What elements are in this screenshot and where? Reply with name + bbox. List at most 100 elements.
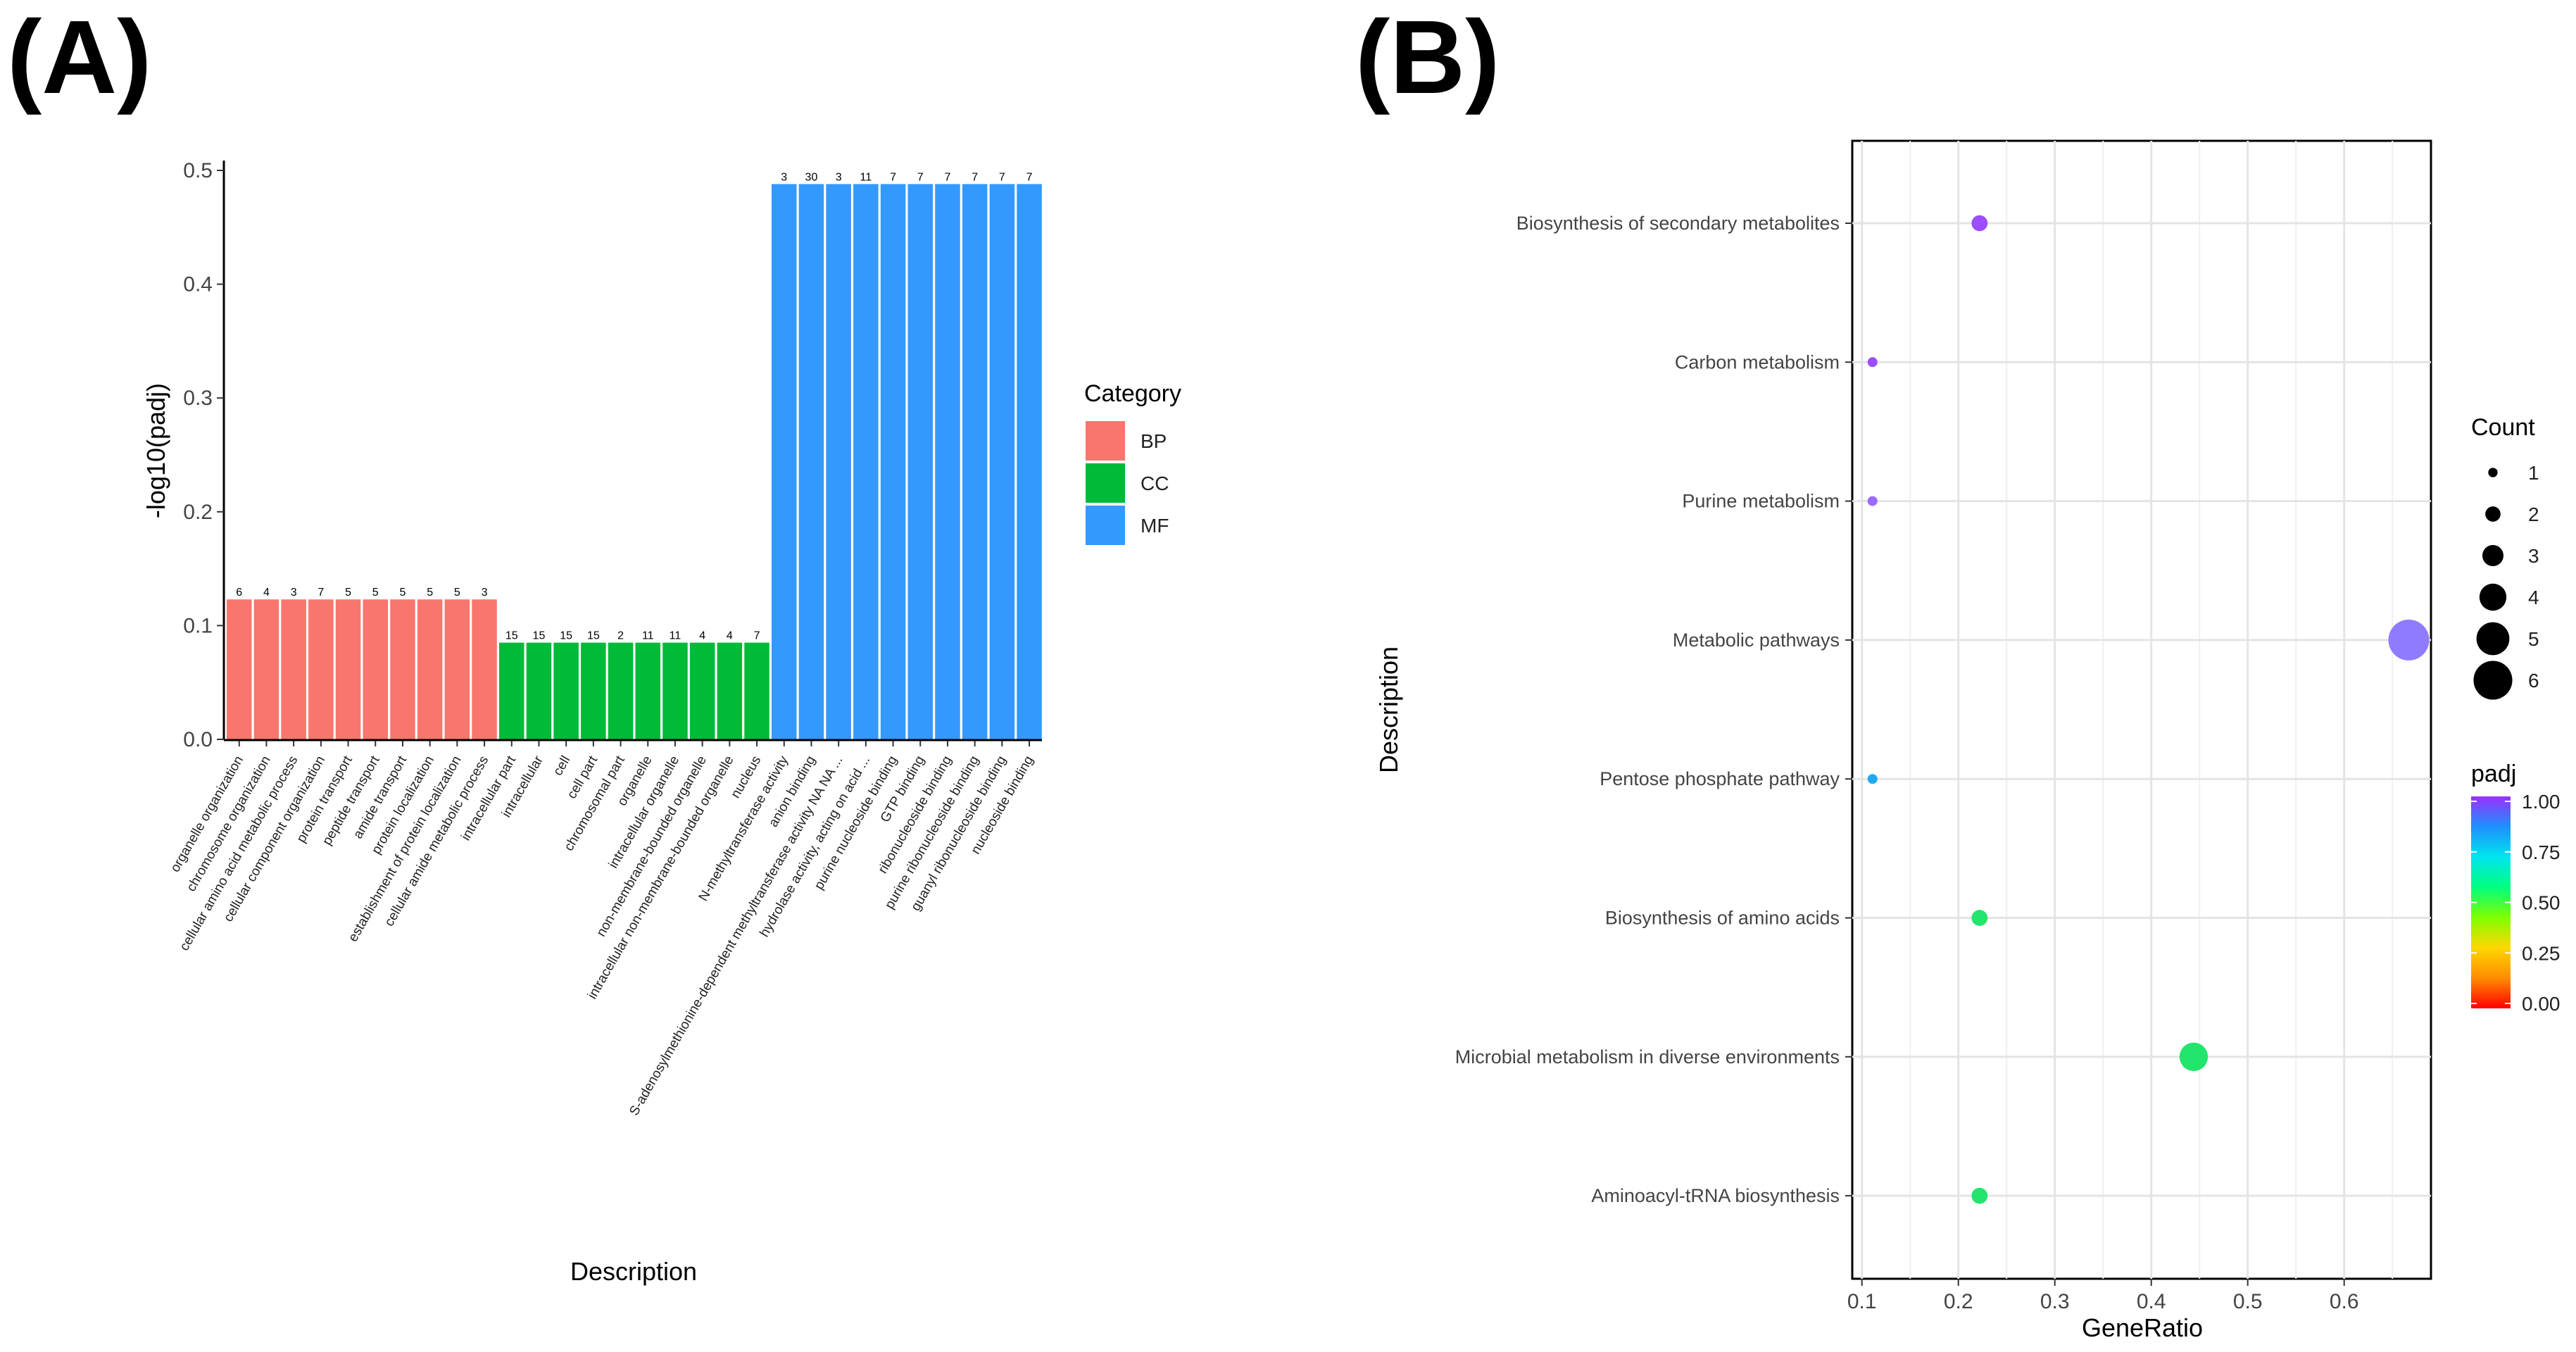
- bar: [227, 599, 252, 739]
- bar-count-label: 2: [617, 630, 624, 642]
- x-tick-label: S-adenosylmethionine-dependent methyltra…: [627, 753, 846, 1118]
- bar: [662, 642, 688, 739]
- size-legend-label: 1: [2528, 462, 2539, 484]
- color-legend-title: padj: [2471, 760, 2516, 787]
- x-tick-label: 0.5: [2233, 1290, 2263, 1313]
- color-legend-label: 0.25: [2522, 942, 2561, 964]
- bar-count-label: 7: [972, 171, 978, 183]
- bar: [472, 599, 497, 739]
- bar-count-label: 7: [318, 587, 324, 599]
- bar: [907, 184, 933, 740]
- bar-count-label: 11: [860, 171, 872, 183]
- bar-count-label: 15: [560, 630, 572, 642]
- y-tick-label: Purine metabolism: [1682, 491, 1840, 512]
- x-tick-label: 0.4: [2137, 1290, 2166, 1313]
- bar: [526, 642, 552, 739]
- bar: [1017, 184, 1042, 740]
- legend-label: CC: [1141, 472, 1169, 494]
- bar: [581, 642, 606, 739]
- y-tick-label: 0.5: [183, 159, 213, 182]
- bar: [962, 184, 988, 740]
- y-tick-label: 0.2: [183, 501, 213, 524]
- bar-count-label: 5: [345, 587, 351, 599]
- legend-swatch: [1086, 463, 1125, 503]
- bar: [853, 184, 879, 740]
- bar-count-label: 3: [482, 587, 488, 599]
- bar: [772, 184, 797, 740]
- data-point: [1971, 215, 1988, 232]
- x-tick-label: 0.1: [1847, 1290, 1877, 1313]
- size-legend-label: 2: [2528, 503, 2539, 525]
- bar: [335, 599, 361, 739]
- y-tick-label: Pentose phosphate pathway: [1600, 768, 1840, 789]
- size-legend-label: 4: [2528, 587, 2539, 608]
- x-axis-title: GeneRatio: [2082, 1313, 2203, 1342]
- data-point: [2388, 619, 2430, 661]
- y-tick-label: Carbon metabolism: [1675, 351, 1840, 373]
- size-legend-label: 6: [2528, 670, 2539, 691]
- plot-panel: [1851, 139, 2432, 1280]
- bar-count-label: 4: [727, 630, 733, 642]
- bar: [553, 642, 579, 739]
- bar: [608, 642, 634, 739]
- data-point: [2179, 1042, 2209, 1072]
- bar: [363, 599, 388, 739]
- bar: [880, 184, 906, 740]
- bar-count-label: 15: [533, 630, 546, 642]
- panel-b-label: (B): [1355, 0, 1500, 115]
- data-point: [1867, 496, 1878, 506]
- legend-swatch: [1086, 506, 1125, 545]
- bar-count-label: 15: [587, 630, 600, 642]
- color-legend-label: 0.00: [2522, 993, 2561, 1015]
- color-legend-label: 0.50: [2522, 892, 2561, 914]
- bar: [390, 599, 415, 739]
- bar-count-label: 7: [890, 171, 896, 183]
- size-legend-dot: [2488, 468, 2498, 477]
- bar: [935, 184, 960, 740]
- legend-swatch: [1086, 421, 1125, 461]
- bar: [989, 184, 1015, 740]
- bar-count-label: 11: [642, 630, 654, 642]
- data-point: [1867, 357, 1878, 368]
- bar-count-label: 4: [699, 630, 705, 642]
- bar: [798, 184, 824, 740]
- bar: [417, 599, 443, 739]
- size-legend-title: Count: [2471, 414, 2535, 441]
- bar-count-label: 7: [754, 630, 760, 642]
- bar: [689, 642, 715, 739]
- y-tick-label: 0.1: [183, 614, 213, 637]
- data-point: [1971, 910, 1988, 926]
- y-tick-label: Aminoacyl-tRNA biosynthesis: [1591, 1185, 1840, 1206]
- x-tick-label: 0.6: [2330, 1290, 2359, 1313]
- bar-count-label: 30: [805, 171, 818, 183]
- y-tick-label: Metabolic pathways: [1673, 630, 1840, 651]
- bar-count-label: 7: [999, 171, 1005, 183]
- bar-count-label: 15: [505, 630, 518, 642]
- x-axis-title: Description: [570, 1257, 697, 1286]
- x-tick-label: 0.3: [2040, 1290, 2070, 1313]
- bar-count-label: 5: [454, 587, 460, 599]
- bar-count-label: 5: [427, 587, 433, 599]
- bar-count-label: 3: [836, 171, 842, 183]
- legend-label: MF: [1141, 515, 1169, 537]
- dot-plot-panel-b: 0.1 0.2 0.3 0.4 0.5 0.6 Biosynthesis of second…: [1374, 139, 2561, 1342]
- size-legend-label: 3: [2528, 545, 2539, 567]
- bar-count-label: 11: [670, 630, 681, 642]
- y-tick-label: Biosynthesis of secondary metabolites: [1516, 213, 1840, 234]
- y-tick-label: 0.0: [183, 728, 213, 751]
- bar: [281, 599, 306, 739]
- bar-count-label: 3: [781, 171, 787, 183]
- data-point: [1867, 774, 1878, 784]
- x-tick-label: 0.2: [1944, 1290, 1973, 1313]
- y-tick-label: Microbial metabolism in diverse environm…: [1455, 1046, 1840, 1068]
- bar: [253, 599, 279, 739]
- bar-count-label: 5: [372, 587, 379, 599]
- size-legend-label: 5: [2528, 628, 2539, 650]
- x-tick-label: cellular amino acid metabolic process: [177, 753, 301, 953]
- bar: [717, 642, 743, 739]
- data-point: [1971, 1187, 1988, 1204]
- legend-title: Category: [1084, 380, 1181, 407]
- bar-count-label: 7: [1026, 171, 1033, 183]
